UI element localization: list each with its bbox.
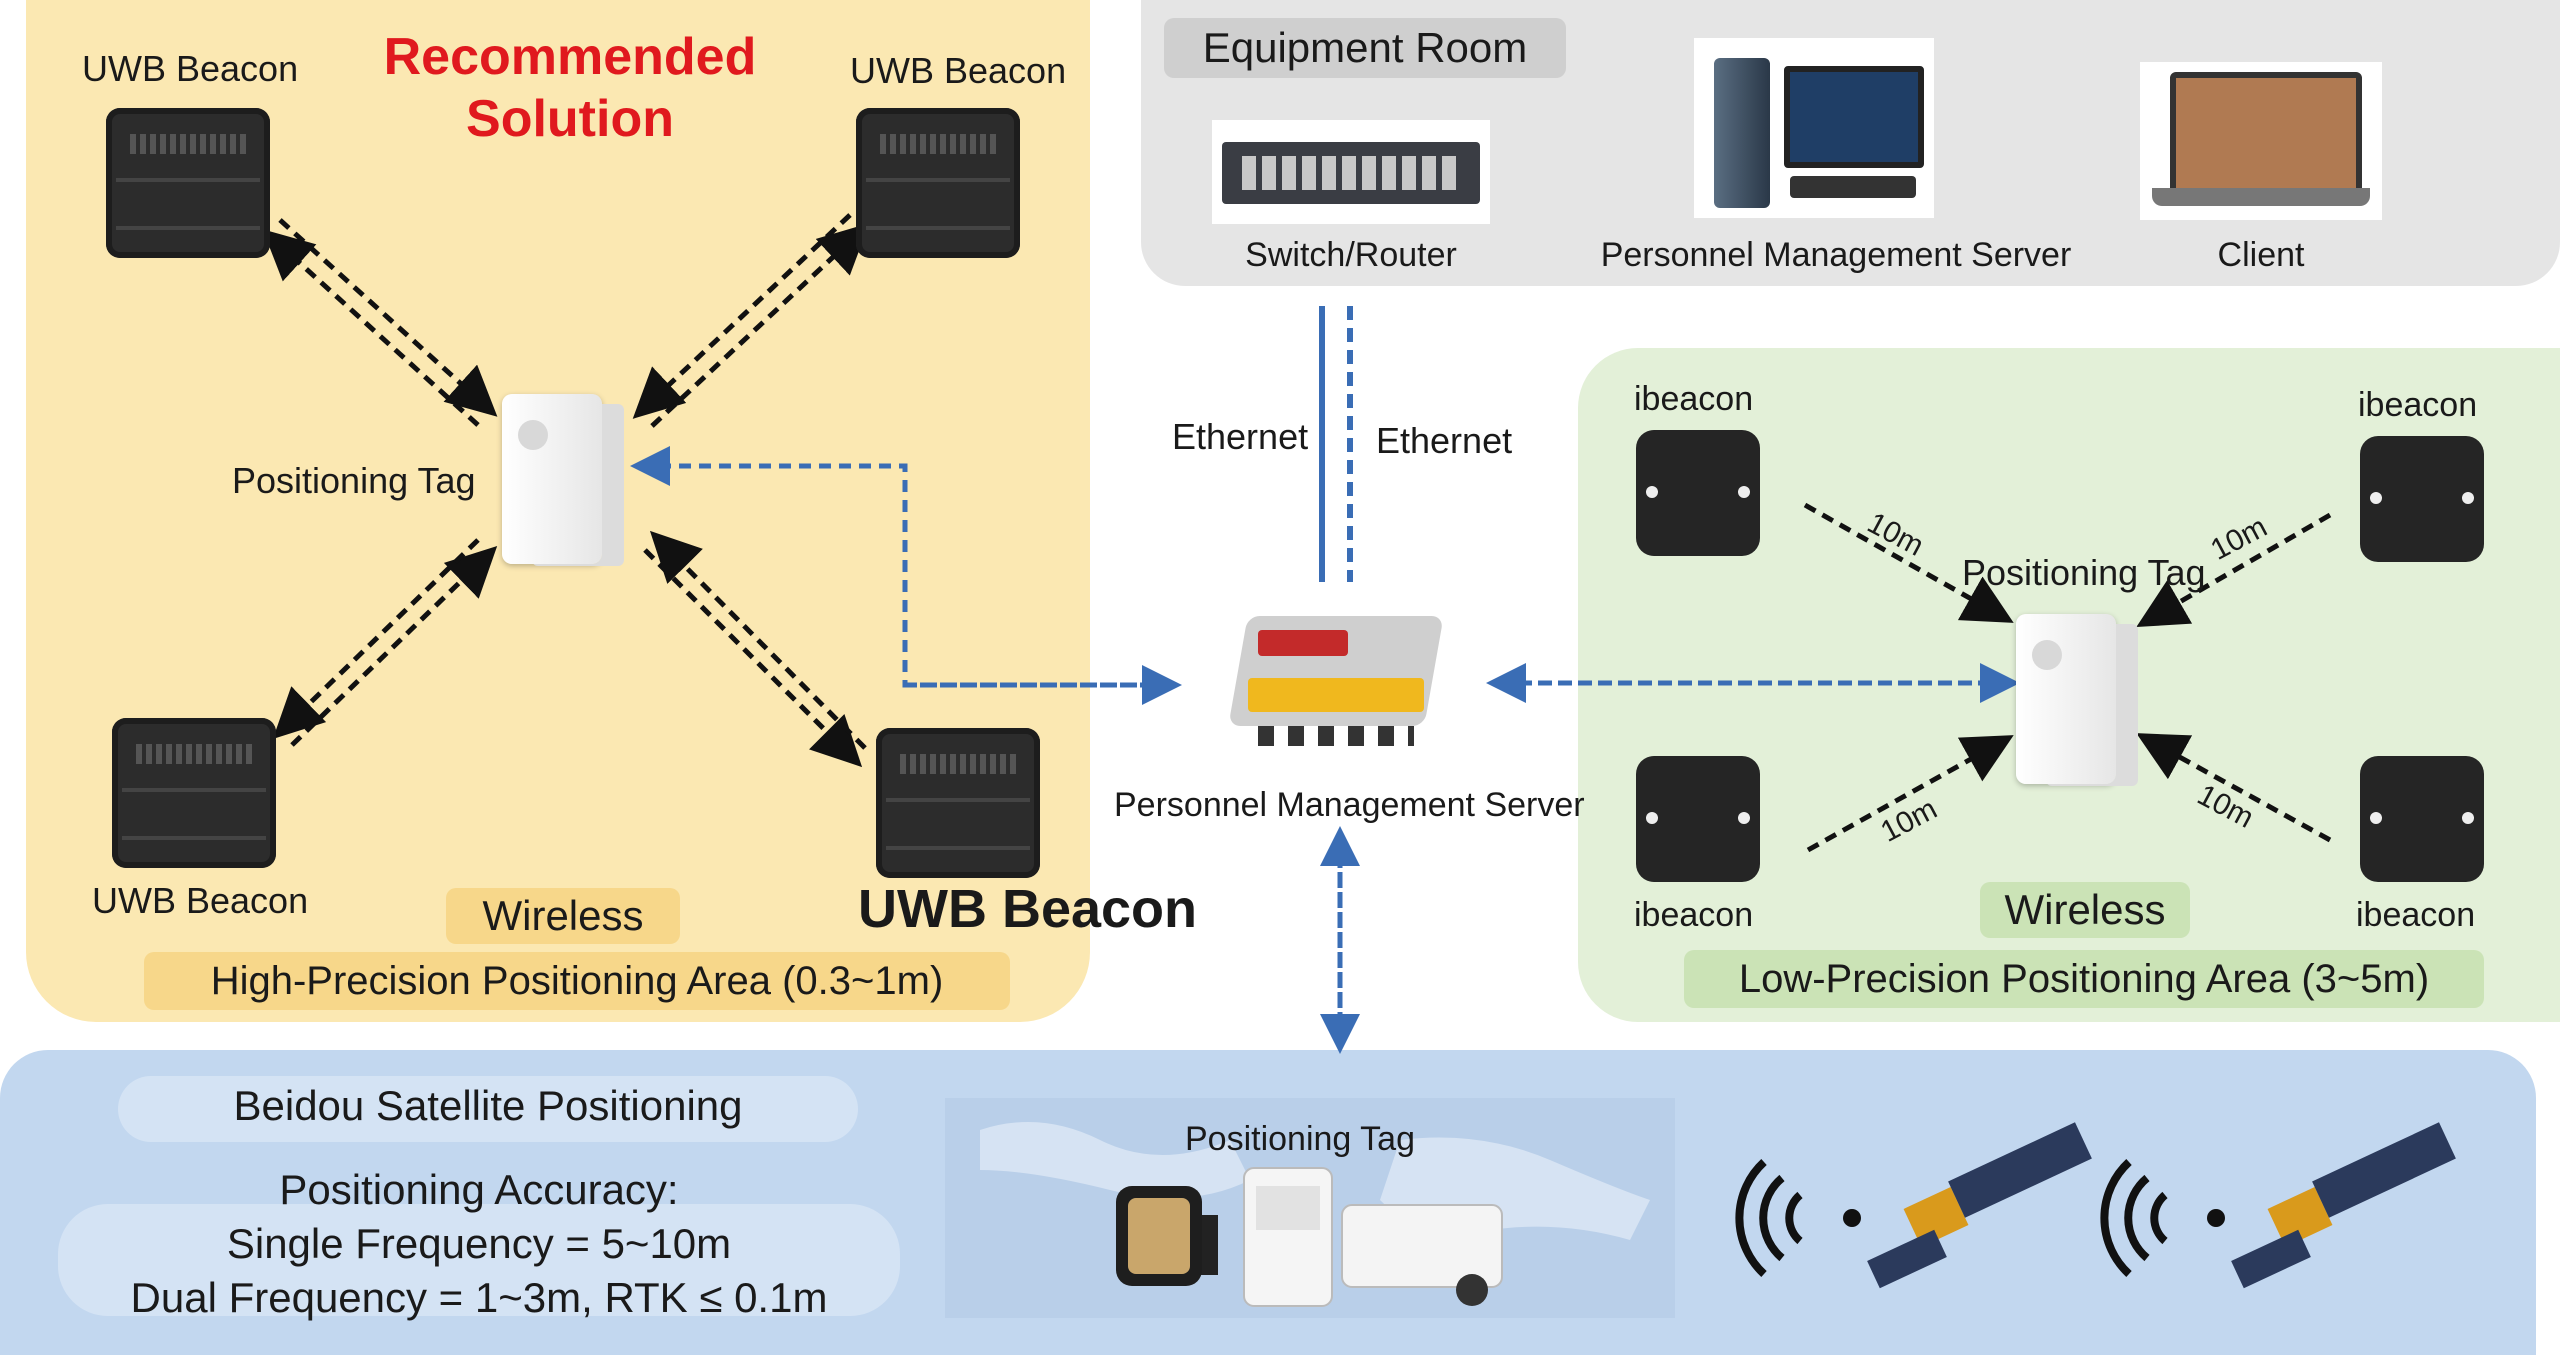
gateway-server-icon [1228, 600, 1444, 750]
ibeacon-icon [2360, 436, 2484, 562]
uwb-beacon-label-tr: UWB Beacon [850, 50, 1067, 91]
low-positioning-tag-label: Positioning Tag [1962, 552, 2206, 593]
beidou-title: Beidou Satellite Positioning [233, 1082, 743, 1129]
ibeacon-link-tl [1803, 502, 2014, 623]
uwb-beacon-icon [112, 718, 276, 868]
low-wireless-badge: Wireless [1980, 882, 2190, 938]
switch-router-label: Switch/Router [1245, 236, 1457, 274]
ibeacon-label-bl: ibeacon [1634, 896, 1754, 934]
uwb-beacon-icon [876, 728, 1040, 878]
uwb-link-bl-b [272, 538, 480, 739]
positioning-tag-icon [2016, 614, 2116, 784]
beidou-single-frequency: Single Frequency = 5~10m [226, 1220, 732, 1267]
positioning-box-icon [1341, 1204, 1503, 1306]
uwb-link-br-b [649, 530, 867, 750]
personnel-management-server-label-center: Personnel Management Server [1114, 786, 1585, 824]
satellite-icon [1867, 1122, 2092, 1289]
uwb-link-br-a [643, 548, 863, 768]
server-computer-icon [1694, 38, 1934, 218]
switch-icon [1212, 120, 1490, 224]
laptop-icon [2140, 62, 2382, 220]
ibeacon-icon [2360, 756, 2484, 882]
ethernet-label-right: Ethernet [1376, 420, 1513, 461]
beidou-accuracy-pill [58, 1204, 900, 1316]
beidou-accuracy-title: Positioning Accuracy: [279, 1166, 679, 1213]
uwb-link-bl-a [290, 546, 498, 747]
ibeacon-label-br: ibeacon [2356, 896, 2476, 934]
uwb-link-tr-b [650, 223, 870, 428]
positioning-card-icon [1243, 1167, 1333, 1307]
satellite-icon [2231, 1122, 2456, 1289]
ibeacon-link-bl [1806, 735, 2014, 853]
beidou-positioning-tag-label: Positioning Tag [1185, 1120, 1415, 1158]
uwb-beacon-icon [856, 108, 1020, 258]
signal-waves-icon [1735, 1159, 2168, 1277]
uwb-beacon-label-bl: UWB Beacon [92, 880, 309, 921]
uwb-positioning-tag-label: Positioning Tag [232, 460, 476, 501]
uwb-beacon-icon [106, 108, 270, 258]
ibeacon-link-br [2136, 733, 2332, 843]
equipment-room-title: Equipment Room [1164, 18, 1566, 78]
low-precision-area-label: Low-Precision Positioning Area (3~5m) [1684, 950, 2484, 1008]
ibeacon-label-tr: ibeacon [2358, 386, 2478, 424]
uwb-link-tl-a [278, 218, 498, 417]
uwb-beacon-large-label: UWB Beacon [858, 879, 1198, 939]
client-label: Client [2217, 236, 2305, 274]
uwb-link-tr-a [632, 213, 852, 419]
positioning-tag-icon [502, 394, 602, 564]
uwb-beacon-label-tl: UWB Beacon [82, 48, 299, 89]
high-precision-area-label: High-Precision Positioning Area (0.3~1m) [144, 952, 1010, 1010]
beidou-dual-frequency: Dual Frequency = 1~3m, RTK ≤ 0.1m [130, 1274, 828, 1321]
server-to-uwb-tag-link [630, 446, 1172, 688]
ibeacon-link-tr [2136, 512, 2332, 628]
beidou-title-pill [118, 1076, 858, 1142]
ibeacon-icon [1636, 756, 1760, 882]
ibeacon-label-tl: ibeacon [1634, 380, 1754, 418]
uwb-link-tl-b [262, 229, 480, 427]
ethernet-label-left: Ethernet [1172, 416, 1309, 457]
smartwatch-icon [1116, 1186, 1218, 1286]
ibeacon-icon [1636, 430, 1760, 556]
high-wireless-badge: Wireless [446, 888, 680, 944]
personnel-management-server-label-room: Personnel Management Server [1600, 236, 2072, 274]
